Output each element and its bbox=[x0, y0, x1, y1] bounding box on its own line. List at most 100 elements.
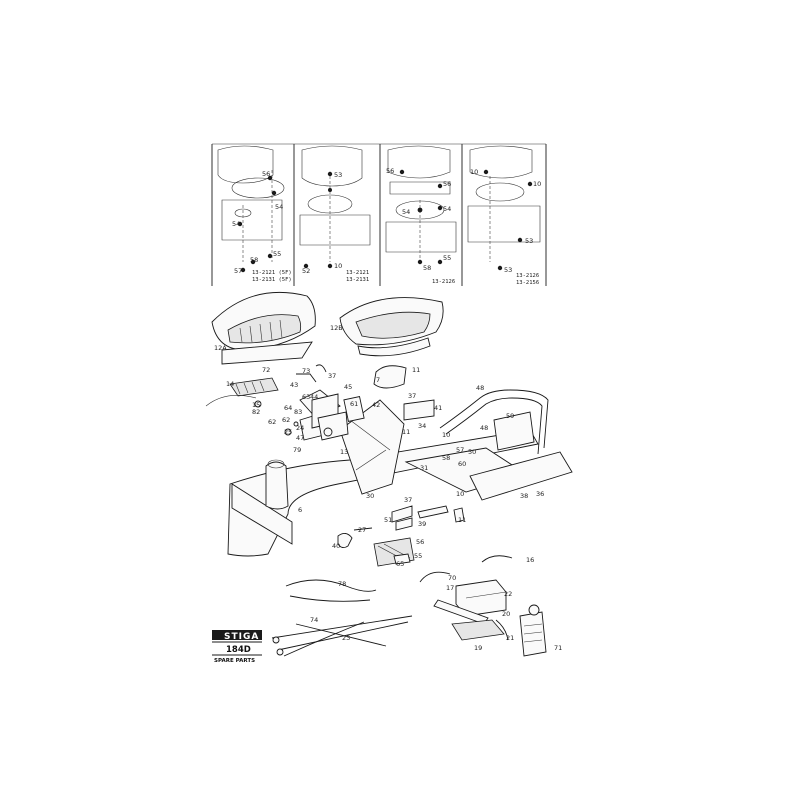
part-label: 11 bbox=[458, 516, 466, 524]
electrical bbox=[271, 555, 547, 657]
panel-2-code-0: 13-2121 bbox=[346, 270, 369, 276]
panel-4-label-1: 10 bbox=[533, 180, 541, 188]
seat-12b bbox=[339, 297, 444, 357]
part-label: 38 bbox=[520, 492, 528, 500]
part-label: 20 bbox=[502, 610, 510, 618]
panel-1-label-0: 56 bbox=[262, 170, 270, 178]
panel-2 bbox=[299, 145, 371, 269]
part-label: 59 bbox=[506, 412, 514, 420]
part-label: 72 bbox=[262, 366, 270, 374]
panel-3-code-0: 13-2126 bbox=[432, 279, 455, 285]
panel-2-code-1: 13-2131 bbox=[346, 277, 369, 283]
panel-1-label-1: 54 bbox=[275, 203, 283, 211]
part-label: 65 bbox=[396, 560, 404, 568]
part-label: 37 bbox=[328, 372, 336, 380]
part-label: 55 bbox=[414, 552, 422, 560]
part-label: 57 bbox=[456, 446, 464, 454]
part-label: 12A bbox=[214, 344, 227, 352]
part-label: 37 bbox=[408, 392, 416, 400]
parts-cluster-bottom bbox=[337, 505, 465, 567]
part-label: 34 bbox=[418, 422, 426, 430]
part-label: 17 bbox=[446, 584, 454, 592]
subtitle-text: SPARE PARTS bbox=[214, 658, 255, 664]
part-label: 42 bbox=[372, 401, 380, 409]
part-label: 25 bbox=[284, 428, 292, 436]
panel-1-label-3: 58 bbox=[250, 256, 258, 264]
part-labels: 12A 72 14 15 82 62 12B 7 11 73 43 37 45 … bbox=[214, 324, 562, 652]
part-label: 16 bbox=[526, 556, 534, 564]
part-label: 62 bbox=[282, 416, 290, 424]
part-label: 37 bbox=[404, 496, 412, 504]
panel-2-label-2: 10 bbox=[334, 262, 342, 270]
stiga-logo: STIGA 184D SPARE PARTS bbox=[212, 630, 262, 664]
part-label: 48 bbox=[480, 424, 488, 432]
part-label: 51 bbox=[384, 516, 392, 524]
part-label: 36 bbox=[536, 490, 544, 498]
part-label: 6 bbox=[298, 506, 302, 514]
part-label: 79 bbox=[293, 446, 301, 454]
panel-3 bbox=[385, 145, 457, 265]
part-label: 21 bbox=[506, 634, 514, 642]
part-label: 31 bbox=[420, 464, 428, 472]
part-label: 70 bbox=[448, 574, 456, 582]
panel-4-label-3: 53 bbox=[504, 266, 512, 274]
part-label: 24 bbox=[296, 424, 304, 432]
part-label: 30 bbox=[366, 492, 374, 500]
part-label: 13 bbox=[340, 448, 348, 456]
part-label: 64 bbox=[284, 404, 292, 412]
part-label: 60 bbox=[458, 460, 466, 468]
part-label: 44 bbox=[310, 393, 318, 401]
panel-3-label-3: 54 bbox=[443, 205, 451, 213]
part-label: 27 bbox=[358, 526, 366, 534]
part-label: 11 bbox=[402, 428, 410, 436]
panel-4-label-2: 53 bbox=[525, 237, 533, 245]
logo-text: STIGA bbox=[224, 632, 259, 642]
frame-tube bbox=[439, 389, 549, 455]
panel-1-label-4: 57 bbox=[234, 267, 242, 275]
part-label: 48 bbox=[476, 384, 484, 392]
part-label: 82 bbox=[252, 408, 260, 416]
panel-4 bbox=[467, 145, 541, 271]
panel-4-label-0: 10 bbox=[470, 168, 478, 176]
part-label: 40 bbox=[332, 542, 340, 550]
panel-3-label-0: 56 bbox=[386, 167, 394, 175]
panel-3-label-4: 55 bbox=[443, 254, 451, 262]
part-label: 19 bbox=[474, 644, 482, 652]
parts-cluster-left bbox=[205, 364, 435, 441]
part-label: 7 bbox=[376, 376, 380, 384]
part-label: 23 bbox=[342, 634, 350, 642]
panel-4-code-0: 13-2126 bbox=[516, 273, 539, 279]
part-label: 10 bbox=[456, 490, 464, 498]
model-text: 184D bbox=[226, 645, 251, 655]
part-label: 45 bbox=[344, 383, 352, 391]
seat-12a bbox=[211, 291, 316, 365]
panel-3-label-2: 54 bbox=[402, 208, 410, 216]
part-label: 62 bbox=[268, 418, 276, 426]
part-label: 63 bbox=[302, 393, 310, 401]
part-label: 47 bbox=[296, 434, 304, 442]
part-label: 56 bbox=[416, 538, 424, 546]
panel-3-label-5: 58 bbox=[423, 264, 431, 272]
part-label: 43 bbox=[290, 381, 298, 389]
panel-2-label-1: 52 bbox=[302, 267, 310, 275]
part-label: 15 bbox=[252, 401, 260, 409]
part-label: 11 bbox=[412, 366, 420, 374]
part-label: 22 bbox=[504, 590, 512, 598]
part-label: 12B bbox=[330, 324, 343, 332]
part-label: 78 bbox=[338, 580, 346, 588]
panel-2-label-0: 53 bbox=[334, 171, 342, 179]
part-label: 83 bbox=[294, 408, 302, 416]
part-label: 39 bbox=[418, 520, 426, 528]
part-label: 14 bbox=[226, 380, 234, 388]
part-label: 10 bbox=[442, 431, 450, 439]
panel-1 bbox=[217, 145, 285, 273]
part-label: 73 bbox=[302, 367, 310, 375]
panel-4-code-1: 13-2156 bbox=[516, 280, 539, 286]
panel-1-label-5: 55 bbox=[273, 250, 281, 258]
part-label: 71 bbox=[554, 644, 562, 652]
panel-1-code-0: 13-2121 (5F) bbox=[252, 270, 292, 276]
part-label: 41 bbox=[434, 404, 442, 412]
panel-3-label-1: 56 bbox=[443, 180, 451, 188]
part-label: 50 bbox=[468, 448, 476, 456]
